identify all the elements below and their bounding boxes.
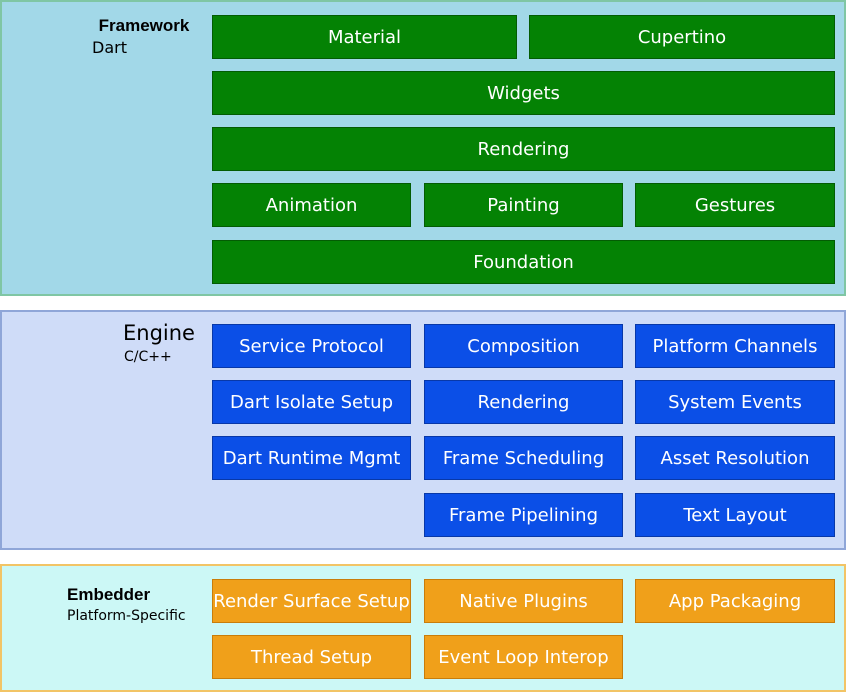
embedder-box-event-loop-interop: Event Loop Interop <box>424 635 623 679</box>
framework-box-animation: Animation <box>212 183 411 227</box>
framework-box-foundation: Foundation <box>212 240 835 284</box>
engine-subtitle: C/C++ <box>124 349 172 365</box>
framework-box-cupertino: Cupertino <box>529 15 835 59</box>
engine-box-composition: Composition <box>424 324 623 368</box>
engine-title: Engine <box>123 321 195 345</box>
framework-layer: Framework Dart Material Cupertino Widget… <box>0 0 846 296</box>
engine-layer: Engine C/C++ Service Protocol Compositio… <box>0 310 846 550</box>
framework-title: Framework <box>98 16 190 35</box>
embedder-title: Embedder <box>67 585 151 604</box>
engine-box-service-protocol: Service Protocol <box>212 324 411 368</box>
framework-title-block: Framework <box>90 16 198 36</box>
embedder-box-render-surface-setup: Render Surface Setup <box>212 579 411 623</box>
engine-box-dart-isolate-setup: Dart Isolate Setup <box>212 380 411 424</box>
engine-box-rendering: Rendering <box>424 380 623 424</box>
embedder-box-app-packaging: App Packaging <box>635 579 835 623</box>
framework-box-painting: Painting <box>424 183 623 227</box>
engine-box-frame-scheduling: Frame Scheduling <box>424 436 623 480</box>
framework-box-rendering: Rendering <box>212 127 835 171</box>
framework-box-widgets: Widgets <box>212 71 835 115</box>
framework-box-gestures: Gestures <box>635 183 835 227</box>
engine-box-system-events: System Events <box>635 380 835 424</box>
embedder-box-native-plugins: Native Plugins <box>424 579 623 623</box>
engine-box-asset-resolution: Asset Resolution <box>635 436 835 480</box>
framework-box-material: Material <box>212 15 517 59</box>
framework-subtitle: Dart <box>92 38 127 57</box>
engine-box-frame-pipelining: Frame Pipelining <box>424 493 623 537</box>
embedder-layer: Embedder Platform-Specific Render Surfac… <box>0 564 846 692</box>
engine-box-platform-channels: Platform Channels <box>635 324 835 368</box>
engine-box-text-layout: Text Layout <box>635 493 835 537</box>
embedder-box-thread-setup: Thread Setup <box>212 635 411 679</box>
embedder-subtitle: Platform-Specific <box>67 608 186 624</box>
engine-box-dart-runtime-mgmt: Dart Runtime Mgmt <box>212 436 411 480</box>
